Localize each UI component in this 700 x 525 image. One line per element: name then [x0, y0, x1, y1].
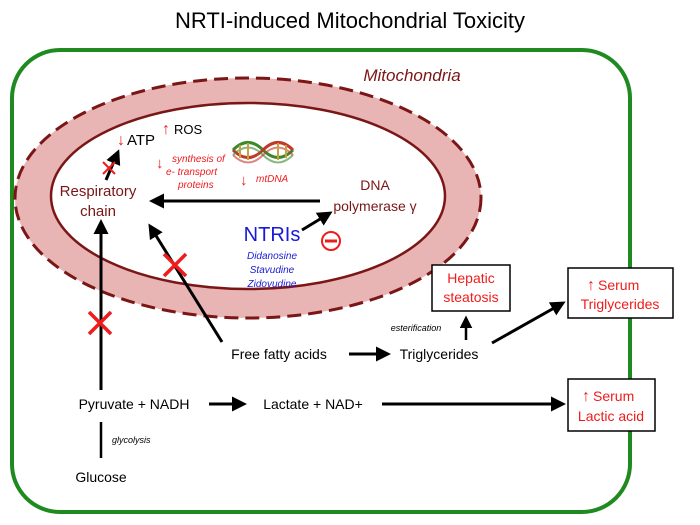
free-fatty-acids-label: Free fatty acids: [231, 346, 327, 362]
synthesis-label-line3: proteins: [177, 180, 214, 191]
serum-tg-line2: Triglycerides: [581, 296, 660, 312]
dna-polymerase-line1: DNA: [360, 177, 390, 193]
glycolysis-label: glycolysis: [112, 435, 151, 445]
down-arrow-icon: ↓: [117, 132, 125, 149]
atp-label: ATP: [127, 132, 155, 149]
esterification-label: esterification: [391, 323, 442, 333]
ntris-label: NTRIs: [244, 224, 301, 246]
hepatic-steatosis-line2: steatosis: [443, 289, 498, 305]
arrow-ntris-to-polymerase: [301, 211, 333, 232]
triglycerides-label: Triglycerides: [400, 346, 479, 362]
synthesis-label-line2: e- transport: [166, 167, 218, 178]
mitochondrion-inner-membrane: [49, 101, 447, 291]
up-arrow-icon: ↑: [587, 277, 595, 294]
diagram-title: NRTI-induced Mitochondrial Toxicity: [175, 8, 525, 33]
glucose-label: Glucose: [75, 469, 127, 485]
arrow-ffa-to-respchain: [148, 223, 224, 343]
inhibition-minus-icon: [321, 231, 341, 251]
drug-zidovudine: Zidovudine: [247, 279, 297, 290]
pyruvate-label: Pyruvate + NADH: [79, 396, 190, 412]
up-arrow-icon: ↑: [162, 121, 170, 138]
serum-tg-line1: Serum: [598, 277, 639, 293]
arrow-triglycerides-to-serum-tg: [491, 301, 566, 345]
dna-polymerase-line2: polymerase γ: [333, 198, 416, 214]
synthesis-label-line1: synthesis of: [172, 154, 226, 165]
lactate-label: Lactate + NAD+: [263, 396, 363, 412]
respiratory-chain-line2: chain: [80, 203, 116, 220]
serum-la-line2: Lactic acid: [578, 408, 644, 424]
ros-label: ROS: [174, 122, 203, 137]
up-arrow-icon: ↑: [582, 388, 590, 405]
serum-triglycerides-box: [567, 267, 674, 319]
block-x-icon: [102, 161, 116, 175]
hepatic-steatosis-box: [431, 264, 511, 312]
serum-lactic-acid-box: [567, 378, 656, 432]
drug-didanosine: Didanosine: [247, 251, 297, 262]
down-arrow-icon: ↓: [240, 172, 248, 189]
hepatic-steatosis-line1: Hepatic: [447, 270, 494, 286]
mtdna-label: mtDNA: [256, 174, 289, 185]
dna-helix-icon: [231, 141, 295, 164]
mitochondria-label: Mitochondria: [363, 66, 460, 85]
serum-la-line1: Serum: [593, 388, 634, 404]
down-arrow-icon: ↓: [156, 155, 164, 172]
drug-stavudine: Stavudine: [250, 265, 295, 276]
respiratory-chain-line1: Respiratory: [60, 183, 137, 200]
block-x-icon: [162, 252, 188, 278]
block-x-icon: [87, 310, 113, 336]
